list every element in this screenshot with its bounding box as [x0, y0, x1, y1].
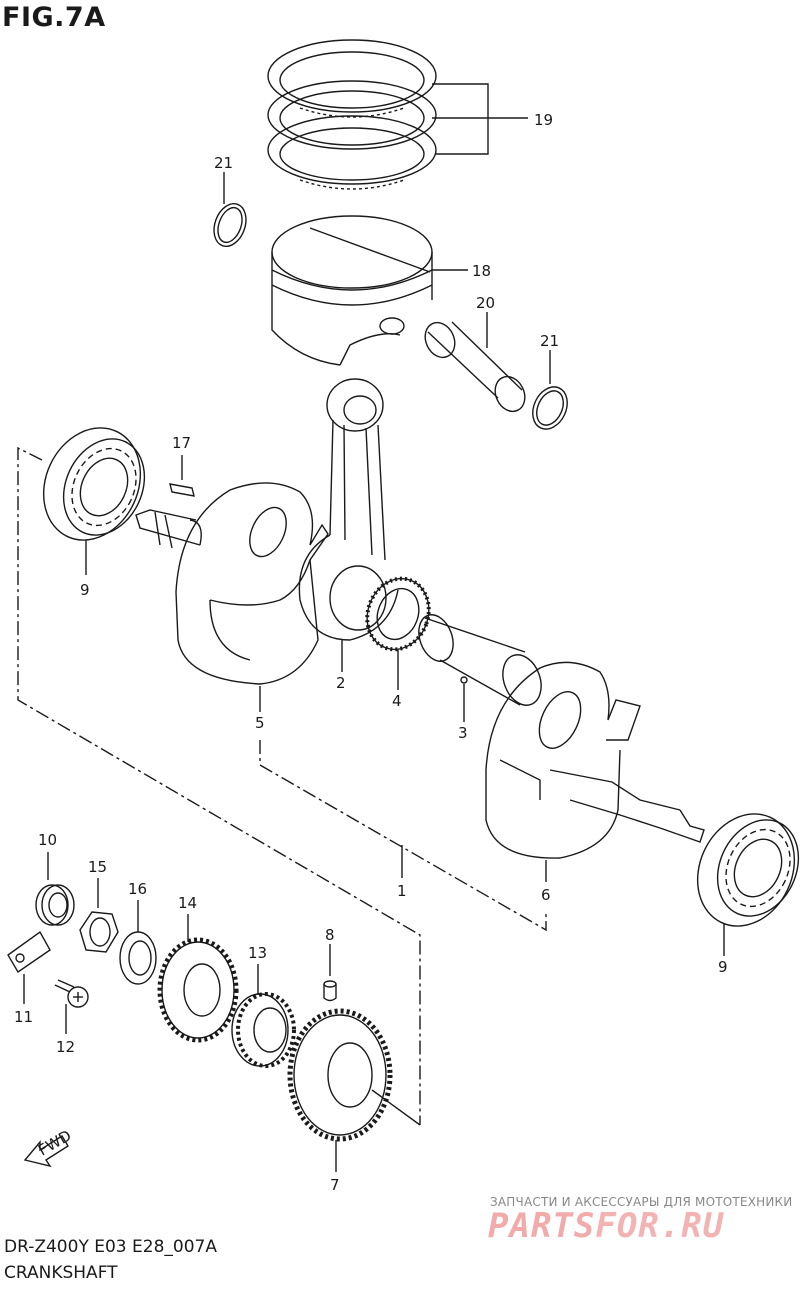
spacer [231, 964, 296, 1068]
crank-pin [418, 614, 542, 722]
oil-seal [35, 852, 75, 926]
callout-5: 5 [255, 714, 265, 732]
piston [271, 215, 468, 366]
callout-1: 1 [397, 882, 407, 900]
diagram-name: CRANKSHAFT [4, 1263, 118, 1283]
right-bearing [696, 813, 800, 956]
callout-labels: 19 21 18 20 21 17 9 2 4 3 5 1 6 9 10 15 … [14, 111, 728, 1194]
piston-pin [424, 312, 526, 413]
assembly-bracket [17, 446, 547, 1125]
callout-21-right: 21 [540, 332, 559, 350]
callout-4: 4 [392, 692, 402, 710]
callout-16: 16 [128, 880, 147, 898]
callout-14: 14 [178, 894, 197, 912]
nut [79, 878, 119, 953]
circlip-left [213, 172, 247, 248]
watermark-logo-part-b: FOR.RU [595, 1206, 725, 1246]
callout-17: 17 [172, 434, 191, 452]
woodruff-key [169, 455, 195, 497]
fig-title: FIG.7A [2, 2, 106, 33]
watermark-tagline: ЗАПЧАСТИ И АКСЕССУАРЫ ДЛЯ МОТОТЕХНИКИ [490, 1195, 793, 1209]
callout-9-right: 9 [718, 958, 728, 976]
callout-3: 3 [458, 724, 468, 742]
callout-15: 15 [88, 858, 107, 876]
callout-6: 6 [541, 886, 551, 904]
callout-2: 2 [336, 674, 346, 692]
callout-19: 19 [534, 111, 553, 129]
callout-9-left: 9 [80, 581, 90, 599]
callout-11: 11 [14, 1008, 33, 1026]
circlip-right [532, 350, 568, 430]
piston-rings [267, 39, 437, 190]
diagram-code: DR-Z400Y E03 E28_007A [4, 1237, 217, 1257]
leader-19 [432, 83, 528, 155]
connecting-rod [298, 378, 399, 672]
callout-10: 10 [38, 831, 57, 849]
right-crank-half [485, 661, 705, 882]
lock-plate [7, 930, 51, 1004]
callout-13: 13 [248, 944, 267, 962]
needle-bearing [365, 576, 431, 690]
watermark-logo: PARTSFOR.RU [488, 1206, 724, 1246]
left-crank-half [135, 482, 329, 712]
drive-gear-small [157, 914, 239, 1043]
screw [54, 979, 89, 1034]
forward-arrow-icon [23, 1135, 69, 1168]
left-bearing [42, 427, 146, 575]
callout-12: 12 [56, 1038, 75, 1056]
callout-8: 8 [325, 926, 335, 944]
callout-21-top: 21 [214, 154, 233, 172]
callout-20: 20 [476, 294, 495, 312]
watermark-logo-part-a: PARTS [488, 1206, 596, 1246]
callout-7: 7 [330, 1176, 340, 1194]
washer [119, 900, 157, 985]
dowel-pin [323, 944, 337, 1002]
drive-gear-large [287, 1008, 421, 1172]
callout-18: 18 [472, 262, 491, 280]
